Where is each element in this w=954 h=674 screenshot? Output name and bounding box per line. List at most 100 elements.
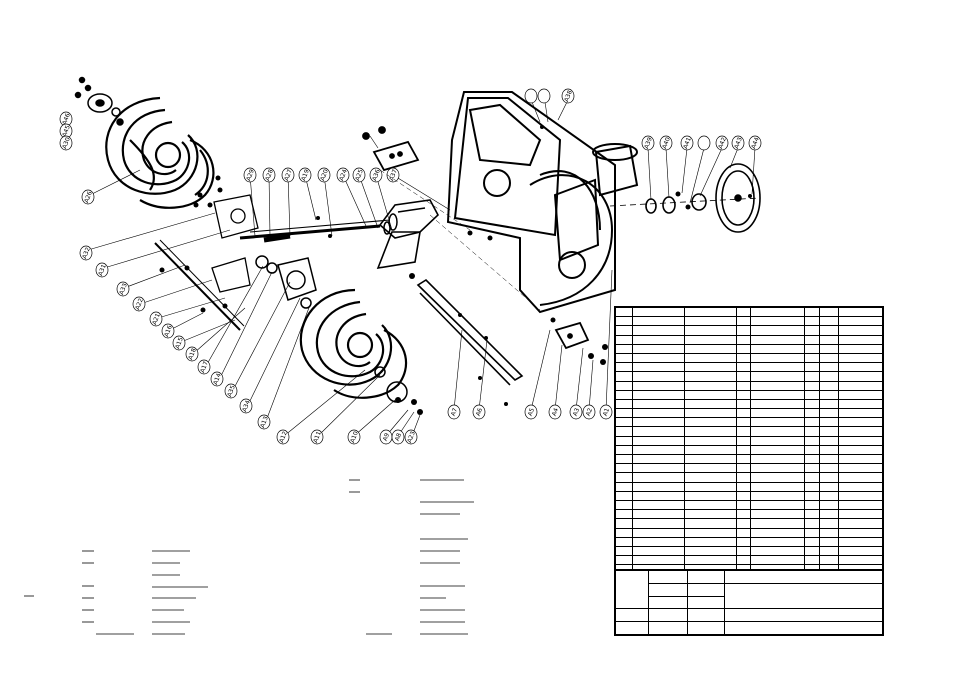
callout-a19-label: A19: [300, 168, 311, 182]
parts-cell: [750, 316, 806, 327]
parts-cell: [631, 518, 685, 529]
parts-cell: [735, 453, 752, 465]
callout-a15-label: A15: [174, 336, 185, 350]
parts-cell: [750, 408, 806, 419]
parts-cell: [750, 444, 806, 456]
parts-cell: [631, 490, 685, 501]
parts-cell: [750, 398, 806, 410]
callout-a22-bubble: [132, 296, 146, 312]
gearbox: [255, 255, 317, 309]
parts-cell: [819, 408, 839, 419]
parts-cell: [837, 527, 884, 538]
parts-cell: [735, 463, 752, 474]
parts-cell: [683, 499, 737, 511]
parts-cell: [750, 435, 806, 446]
parts-cell: [735, 380, 752, 391]
parts-cell: [804, 426, 821, 437]
parts-cell: [804, 398, 821, 410]
parts-cell: [819, 435, 839, 446]
callout-a17-bubble: [197, 359, 211, 375]
parts-cell: [750, 417, 806, 428]
callout-a8-bubble: [391, 429, 405, 445]
parts-cell: [735, 426, 752, 437]
parts-cell: [631, 398, 685, 410]
callout-a3-label: A3: [572, 407, 581, 417]
title-cell: [648, 621, 688, 635]
callout-a7-bubble: [447, 404, 461, 420]
parts-cell: [819, 316, 839, 327]
parts-cell: [804, 527, 821, 538]
parts-cell: [837, 463, 884, 474]
parts-cell: [837, 325, 884, 336]
parts-list-grid: [615, 306, 884, 603]
parts-cell: [615, 472, 633, 483]
callout-a13-label: A13: [259, 415, 270, 429]
parts-row: [615, 325, 884, 336]
parts-cell: [615, 545, 633, 557]
parts-row: [615, 389, 884, 400]
parts-cell: [804, 334, 821, 345]
parts-cell: [750, 389, 806, 400]
callout-a38-aux-bubble: [524, 88, 538, 104]
parts-cell: [735, 490, 752, 501]
parts-cell: [819, 499, 839, 511]
parts-cell: [683, 380, 737, 391]
callout-a20-label: A20: [319, 168, 330, 182]
parts-row: [615, 435, 884, 446]
parts-cell: [750, 463, 806, 474]
callout-a21-label: A21: [151, 312, 162, 326]
parts-row: [615, 306, 884, 318]
right-auger: [299, 288, 408, 399]
parts-cell: [735, 352, 752, 364]
parts-row: [615, 362, 884, 373]
parts-cell: [683, 435, 737, 446]
parts-cell: [615, 527, 633, 538]
title-cell: [615, 608, 649, 623]
parts-cell: [631, 426, 685, 437]
parts-cell: [804, 472, 821, 483]
parts-cell: [819, 343, 839, 354]
center-lines: [379, 169, 541, 311]
parts-cell: [750, 509, 806, 520]
title-cell: [687, 570, 725, 584]
parts-cell: [683, 555, 737, 566]
parts-cell: [750, 499, 806, 511]
parts-cell: [615, 444, 633, 456]
callout-a16-label: A16: [163, 324, 174, 338]
parts-cell: [819, 389, 839, 400]
parts-cell: [804, 444, 821, 456]
parts-cell: [683, 463, 737, 474]
parts-cell: [683, 444, 737, 456]
parts-cell: [735, 371, 752, 382]
callout-a14-label: A14: [212, 372, 223, 386]
callout-a11-label: A11: [312, 430, 323, 444]
parts-cell: [819, 426, 839, 437]
parts-cell: [683, 398, 737, 410]
callout-a1-bubble: [599, 404, 613, 420]
parts-cell: [804, 325, 821, 336]
parts-cell: [735, 306, 752, 318]
callout-a40-label: A40: [661, 136, 672, 150]
parts-cell: [750, 343, 806, 354]
callout-a34-bubble: [239, 398, 253, 414]
parts-cell: [804, 518, 821, 529]
title-cell: [687, 621, 725, 635]
title-cell: [648, 595, 688, 610]
parts-cell: [631, 325, 685, 336]
parts-cell: [819, 527, 839, 538]
parts-cell: [804, 306, 821, 318]
parts-cell: [683, 362, 737, 373]
parts-cell: [819, 545, 839, 557]
parts-cell: [683, 490, 737, 501]
parts-cell: [750, 536, 806, 547]
parts-row: [615, 555, 884, 566]
parts-cell: [631, 509, 685, 520]
parts-cell: [615, 536, 633, 547]
parts-row: [615, 316, 884, 327]
parts-cell: [804, 453, 821, 465]
parts-cell: [750, 490, 806, 501]
left-auger: [105, 96, 215, 209]
parts-row: [615, 527, 884, 538]
parts-cell: [631, 444, 685, 456]
parts-cell: [750, 362, 806, 373]
